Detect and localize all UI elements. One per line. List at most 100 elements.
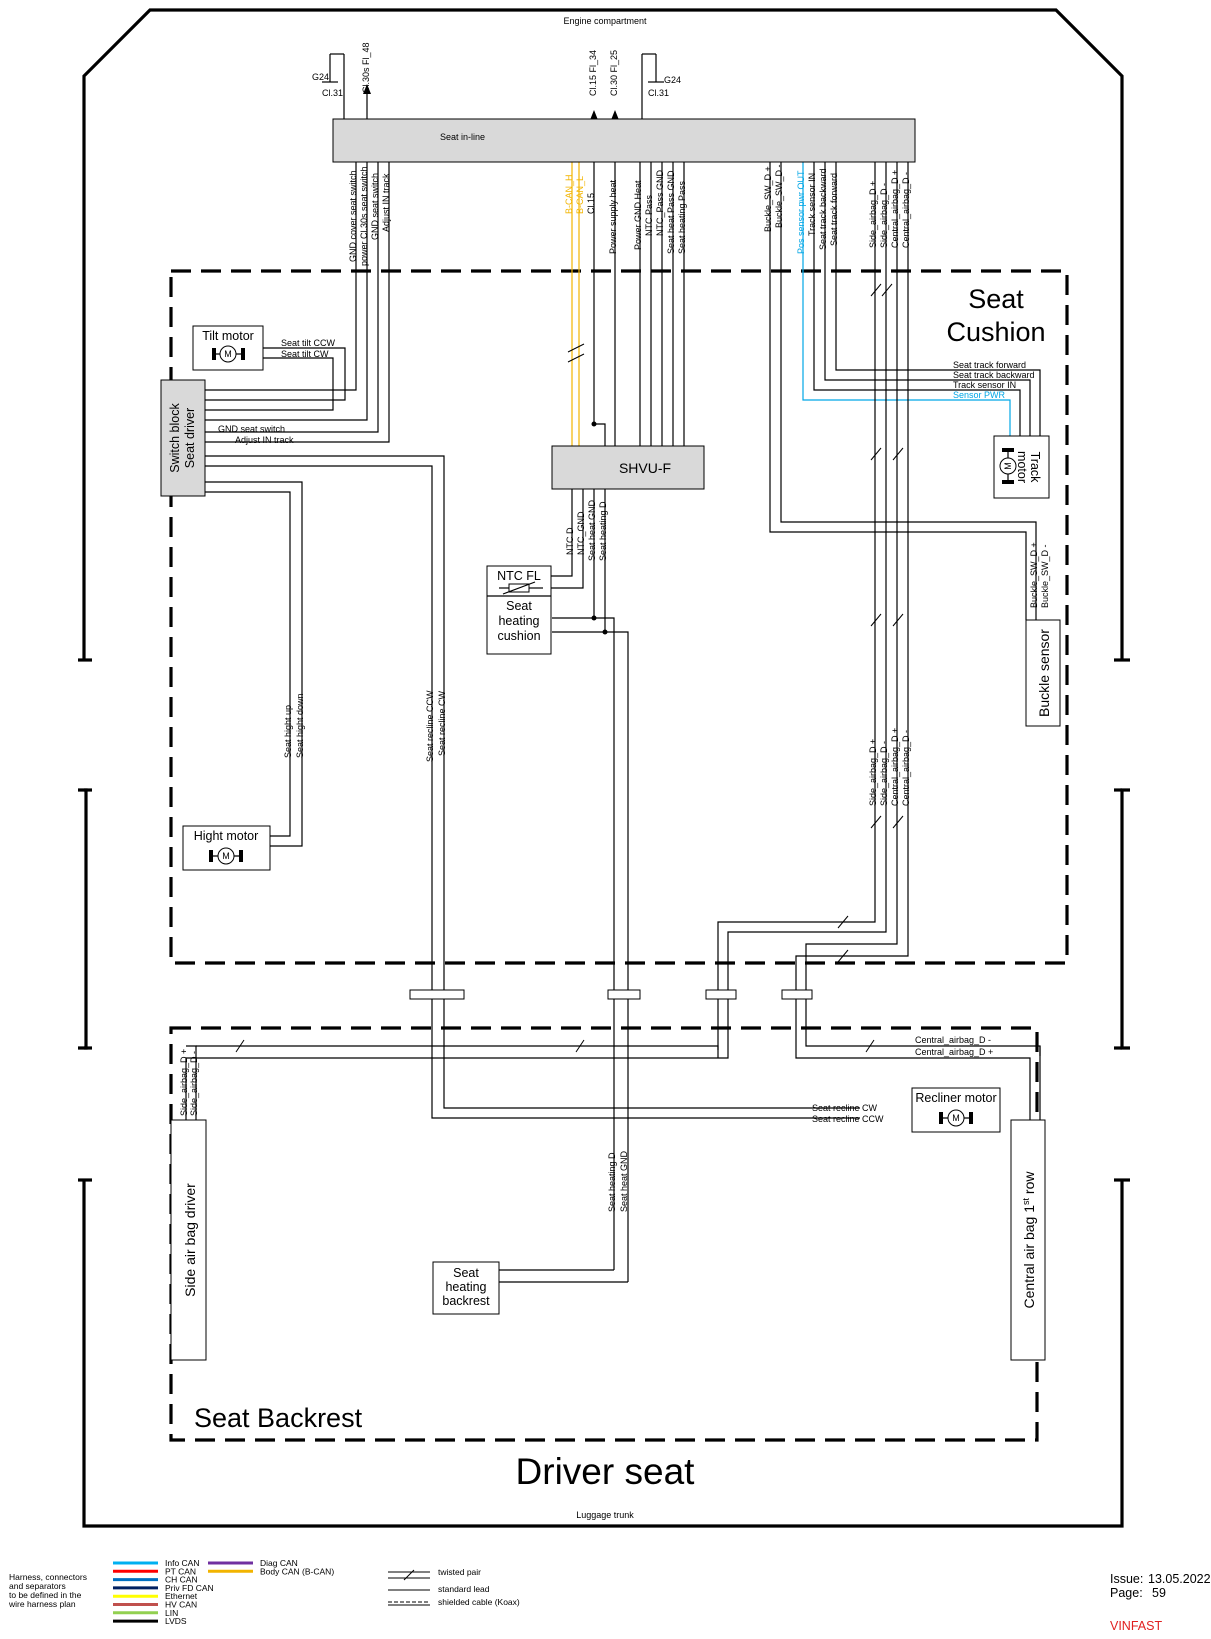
- separator-heating: [607, 989, 641, 1000]
- seat-frame-top: [82, 8, 1124, 660]
- pin-label: Side_airbag_D +: [868, 181, 878, 248]
- gnd-g24-right: G24: [664, 75, 681, 85]
- pin-label: Buckle_SW_D -: [774, 164, 784, 228]
- legend-color-label: LIN: [165, 1608, 178, 1618]
- engine-compartment-label: Engine compartment: [563, 16, 647, 26]
- legend-color-label: PT CAN: [165, 1566, 196, 1576]
- pin-label: Track sensor IN: [807, 173, 817, 236]
- seat-frame-bottom: [82, 1180, 1124, 1528]
- pin-label: Seat heat Pass GND: [666, 170, 676, 254]
- pin-label: NTC_Pass GND: [655, 169, 665, 236]
- central-airbag-1st-row: [1010, 1119, 1046, 1361]
- seat-frame-right-mid: [1120, 788, 1130, 1050]
- pin-label: Seat track backward: [818, 168, 828, 250]
- junction-dot: [602, 629, 608, 635]
- gnd-cl31-right: Cl.31: [648, 88, 669, 98]
- wire-label-airbag-mid: Central_airbag_D +: [890, 728, 900, 806]
- legend-color-label: HV CAN: [165, 1600, 197, 1610]
- arrow-cl30: [611, 110, 619, 120]
- heat-back-label-2: heating: [445, 1280, 486, 1294]
- wire-label-hight-up: Seat hight up: [283, 705, 293, 758]
- legend-color-label: Ethernet: [165, 1591, 198, 1601]
- page-label: Page:: [1110, 1586, 1143, 1600]
- shvu-f-label: SHVU-F: [619, 460, 671, 476]
- page-number: 59: [1152, 1586, 1166, 1600]
- seat-inline-label: Seat in-line: [440, 132, 485, 142]
- pin-label: Seat track forward: [829, 173, 839, 246]
- legend: Harness, connectors and separators to be…: [8, 1558, 520, 1626]
- pin-label-pos-sensor: Pos sensor pwr OUT: [796, 170, 806, 254]
- pin-label: GND seat switch: [370, 173, 380, 240]
- pin-label: Power supply heat: [608, 179, 618, 254]
- legend-note: and separators: [9, 1581, 66, 1591]
- svg-text:M: M: [222, 851, 230, 861]
- track-motor-label-2: motor: [1015, 451, 1029, 483]
- seat-inline-connector: [332, 118, 916, 163]
- wire-label-back-heat-d: Seat heating D: [607, 1152, 617, 1212]
- wire-label-back-heat-gnd: Seat heat GND: [619, 1150, 629, 1212]
- pin-label: power Cl.30s seat switch: [359, 166, 369, 266]
- legend-color-label: Priv FD CAN: [165, 1583, 214, 1593]
- wire-label-airbag-mid: Central_airbag_D -: [901, 730, 911, 806]
- pin-label-can: B-CAN_L: [575, 176, 585, 214]
- legend-line-type: standard lead: [438, 1584, 490, 1594]
- wire-label-airbag-mid: Side_airbag_D +: [868, 739, 878, 806]
- seat-heating-backrest: [432, 1261, 500, 1315]
- switch-block-label-2: Seat driver: [183, 408, 197, 468]
- central-airbag-label: Central air bag 1st row: [1021, 1171, 1037, 1309]
- supply-cl30: Cl.30 Fl_25: [609, 50, 619, 96]
- seat-cushion-area: [169, 269, 1069, 965]
- wire-label-side-back-minus: Side_airbag_D -: [189, 1051, 199, 1116]
- wire-label-airbag-mid: Side_airbag_D -: [879, 741, 889, 806]
- wire-label-tilt-cw: Seat tilt CW: [281, 349, 329, 359]
- wire-label-central-plus: Central_airbag_D +: [915, 1047, 993, 1057]
- heat-back-label-3: backrest: [442, 1294, 490, 1308]
- wire-label-track-bwd: Seat track backward: [953, 370, 1035, 380]
- pin-label-can: B-CAN_H: [564, 174, 574, 214]
- arrow-cl15: [590, 110, 598, 120]
- wire-label-recline-ccw: Seat recline CCW: [425, 690, 435, 762]
- svg-text:M: M: [1003, 462, 1013, 470]
- switch-block-seat-driver: [160, 379, 206, 497]
- seat-cushion-label-2: Cushion: [946, 317, 1045, 347]
- brand-name: VINFAST: [1110, 1619, 1162, 1633]
- wire-label-side-back-plus: Side_airbag_D +: [179, 1049, 189, 1116]
- wire-label-central-minus: Central_airbag_D -: [915, 1035, 991, 1045]
- pin-label: Buckle_SW_D +: [763, 166, 773, 232]
- junction-dot: [591, 615, 597, 621]
- buckle-sensor-label: Buckle sensor: [1036, 629, 1052, 717]
- legend-color-label: LVDS: [165, 1616, 187, 1626]
- svg-text:M: M: [224, 349, 232, 359]
- wire-label-recliner-ccw: Seat recline CCW: [812, 1114, 884, 1124]
- motor-icon: M: [939, 1109, 973, 1127]
- inline-pin-labels: GND cover seat switch power Cl.30s seat …: [348, 164, 911, 266]
- legend-note: Harness, connectors: [9, 1572, 87, 1582]
- legend-color-label: Body CAN (B-CAN): [260, 1566, 334, 1576]
- pin-label: Cl.15: [586, 193, 596, 214]
- pin-label: Side_airbag_D -: [879, 183, 889, 248]
- supply-cl15: Cl.15 Fl_34: [588, 50, 598, 96]
- motor-icon: M: [212, 345, 245, 363]
- hight-motor-label: Hight motor: [194, 829, 259, 843]
- wire-label-ntc-gnd: NTC_GND: [576, 511, 586, 555]
- issue-date: 13.05.2022: [1148, 1572, 1211, 1586]
- pin-label: GND cover seat switch: [348, 170, 358, 262]
- legend-color-label: CH CAN: [165, 1575, 198, 1585]
- separator-recline: [409, 989, 465, 1000]
- pin-label: Adjust IN track: [381, 173, 391, 232]
- seat-frame-left-mid: [78, 788, 88, 1050]
- gnd-cl31-left: Cl.31: [322, 88, 343, 98]
- separator-side-airbag: [705, 989, 737, 1000]
- recliner-motor-label: Recliner motor: [915, 1091, 996, 1105]
- buckle-sensor: [1025, 619, 1061, 727]
- wire-label-seat-heat-gnd: Seat heat GND: [587, 499, 597, 561]
- wire-label-ntc-d: NTC D: [565, 527, 575, 555]
- wire-label-gnd-switch: GND seat switch: [218, 424, 285, 434]
- seat-backrest-area: [169, 1026, 1039, 1442]
- wire-label-sensor-pwr: Sensor PWR: [953, 390, 1006, 400]
- side-airbag-label: Side air bag driver: [182, 1183, 198, 1297]
- thermistor-icon: [499, 581, 543, 595]
- tilt-motor-label: Tilt motor: [202, 329, 254, 343]
